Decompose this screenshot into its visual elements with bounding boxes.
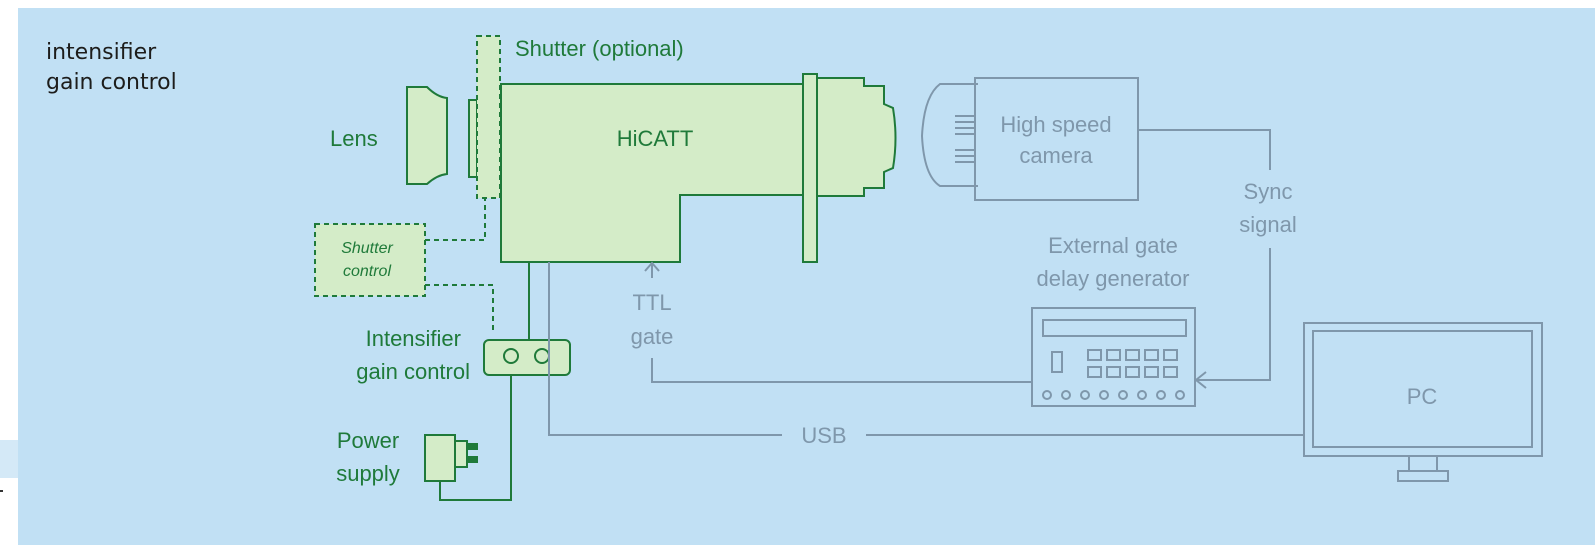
ttl-label-1: TTL: [632, 290, 671, 315]
keypad-key: [1144, 366, 1159, 378]
sync-label-2: signal: [1239, 212, 1296, 237]
plug-prong-bottom-icon: [467, 456, 478, 463]
lens-shape: [406, 86, 448, 185]
lens-mount: [468, 99, 478, 178]
power-supply-label-2: supply: [336, 461, 400, 486]
connector-dot: [1175, 390, 1185, 400]
camera-lens-housing: [920, 83, 978, 187]
intensifier-box: [483, 339, 571, 376]
connector-dot: [1099, 390, 1109, 400]
delay-generator-switch: [1051, 351, 1063, 373]
usb-label: USB: [801, 423, 846, 448]
connector-dot: [1061, 390, 1071, 400]
gate-generator-label-2: delay generator: [1037, 266, 1190, 291]
pc-screen: [1312, 330, 1533, 448]
power-supply-body: [424, 434, 456, 482]
ttl-line: [651, 358, 1032, 383]
ttl-arrow-icon: [644, 261, 660, 272]
hicatt-label: HiCATT: [617, 126, 694, 151]
side-caption-line-2: gain control: [46, 70, 177, 95]
connector-dot: [1156, 390, 1166, 400]
intensifier-label-2: gain control: [356, 359, 470, 384]
keypad-key: [1163, 366, 1178, 378]
keypad-key: [1125, 349, 1140, 361]
high-speed-camera: [974, 77, 1139, 201]
shutter-optional: [476, 35, 501, 199]
keypad-key: [1163, 349, 1178, 361]
camera-label-1: High speed: [1000, 112, 1111, 137]
delay-generator-display: [1042, 319, 1187, 337]
connector-dot: [1118, 390, 1128, 400]
keypad-key: [1144, 349, 1159, 361]
sync-line-top: [1138, 129, 1271, 170]
keypad-key: [1125, 366, 1140, 378]
knob-left-icon: [503, 348, 519, 364]
connector-dot: [1042, 390, 1052, 400]
power-supply-label-1: Power: [337, 428, 399, 453]
keypad-key: [1087, 349, 1102, 361]
pc-stand-base: [1397, 470, 1449, 482]
lens-label: Lens: [330, 126, 378, 151]
sync-line-bottom: [1196, 248, 1271, 381]
shutter-control-label-1: Shutter: [341, 240, 393, 257]
hicatt-body: [500, 83, 804, 263]
camera-label-2: camera: [1019, 143, 1093, 168]
keypad-key: [1106, 366, 1121, 378]
power-supply-neck: [454, 440, 468, 468]
side-caption-line-1: intensifier: [46, 40, 157, 65]
shutter-control-box: [314, 223, 426, 297]
pc-label: PC: [1407, 384, 1438, 409]
shutter-control-to-gain: [425, 284, 494, 333]
plug-prong-top-icon: [467, 443, 478, 450]
pc-stand-neck: [1408, 455, 1438, 472]
keypad-key: [1106, 349, 1121, 361]
ttl-label-2: gate: [631, 324, 674, 349]
shutter-control-label-2: control: [343, 263, 391, 280]
sync-label-1: Sync: [1244, 179, 1293, 204]
intensifier-label-1: Intensifier: [366, 326, 461, 351]
delay-generator: [1031, 307, 1196, 407]
gate-generator-label-1: External gate: [1048, 233, 1178, 258]
hicatt-flange: [802, 73, 818, 263]
edge-mark: [0, 490, 3, 492]
shutter-control-link: [425, 198, 486, 241]
connector-dot: [1137, 390, 1147, 400]
hicatt-coupler: [816, 77, 897, 197]
shutter-optional-label: Shutter (optional): [515, 36, 684, 61]
connector-dot: [1080, 390, 1090, 400]
keypad-key: [1087, 366, 1102, 378]
edge-band: [0, 440, 18, 478]
side-caption: intensifier gain control: [46, 38, 177, 98]
usb-line-left: [548, 262, 782, 436]
power-cable: [439, 375, 512, 501]
